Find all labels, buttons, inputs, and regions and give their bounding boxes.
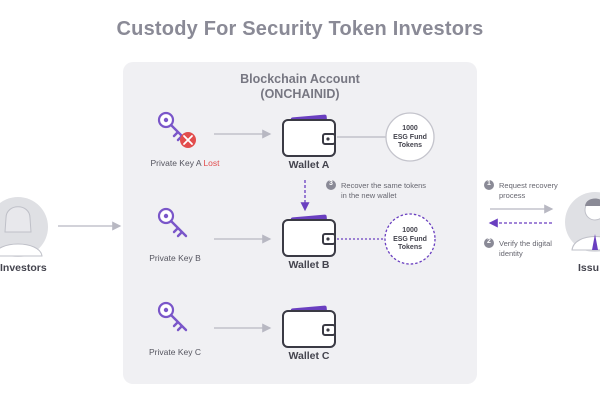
- account-subtitle: (ONCHAINID): [260, 87, 340, 101]
- step-3-number: 3: [329, 180, 333, 187]
- investors-label: Investors: [0, 262, 47, 274]
- key-b-label: Private Key B: [149, 253, 201, 263]
- lost-icon: [180, 132, 196, 148]
- wallet-b-label: Wallet B: [288, 259, 330, 271]
- wallet-icon-c: [282, 304, 336, 348]
- wallet-icon-a: [282, 113, 336, 157]
- step-1-number: 1: [487, 180, 491, 187]
- wallet-a-label: Wallet A: [288, 159, 330, 171]
- issuer-label: Issu: [578, 262, 600, 274]
- key-a-label: Private Key A Lost: [150, 158, 220, 168]
- issuer-avatar: [565, 192, 600, 252]
- diagram-title: Custody For Security Token Investors: [116, 18, 484, 40]
- key-c-label: Private Key C: [149, 347, 201, 357]
- step-2-number: 2: [487, 238, 491, 245]
- wallet-icon-b: [282, 213, 336, 257]
- token-circle-b: [384, 213, 436, 265]
- lost-status: Lost: [203, 158, 220, 168]
- key-icon-c: [157, 301, 188, 332]
- wallet-c-label: Wallet C: [288, 350, 330, 362]
- investor-avatar: [0, 197, 48, 257]
- key-icon-b: [157, 207, 188, 238]
- account-title: Blockchain Account: [240, 72, 360, 86]
- token-circle-a: [385, 112, 435, 162]
